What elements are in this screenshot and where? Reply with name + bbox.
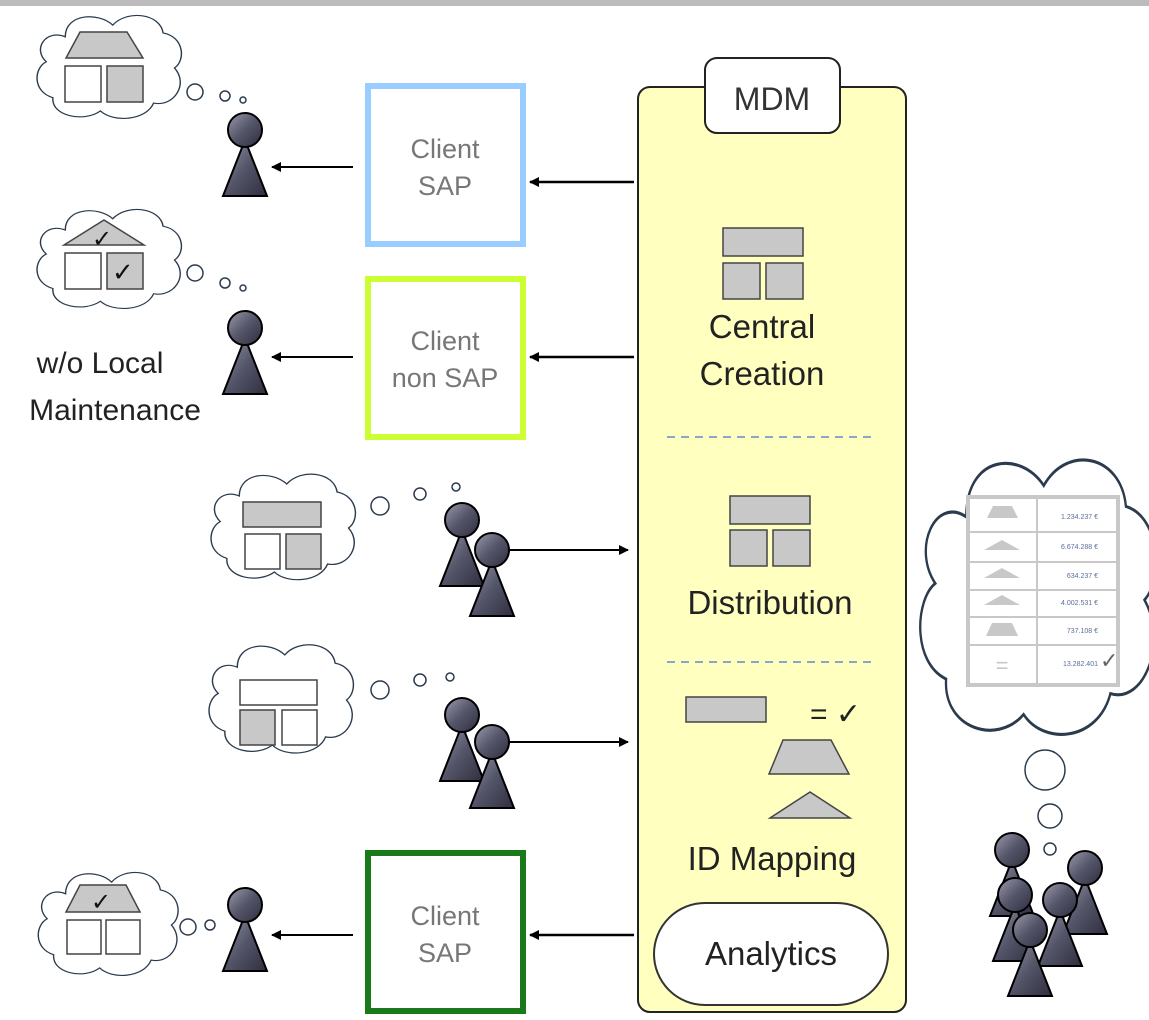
client-label: Client (410, 901, 480, 931)
thought-bubble-3 (210, 473, 461, 581)
mdm-title-box (704, 57, 841, 134)
client-box-sap-top[interactable]: Client SAP (365, 83, 526, 247)
analytics-value: 6.674.288 € (1061, 544, 1098, 551)
analytics-value: 4.002.531 € (1061, 600, 1098, 607)
client-box-sap-bottom[interactable]: Client SAP (365, 850, 526, 1014)
analytics-value: 737.108 € (1067, 628, 1098, 635)
analytics-equals: = (996, 653, 1009, 678)
person-icon-1 (222, 112, 268, 197)
analytics-value: 1.234.237 € (1061, 514, 1098, 521)
svg-text:✓: ✓ (112, 257, 134, 287)
svg-text:✓: ✓ (92, 226, 112, 253)
client-box-nonsap[interactable]: Client non SAP (365, 276, 526, 440)
triangle-icon (767, 791, 853, 819)
client-type: SAP (418, 938, 472, 968)
crowd-icon (989, 832, 1108, 997)
arrows (271, 162, 634, 940)
id-mapping-label: ID Mapping (688, 840, 857, 877)
analytics-button[interactable] (653, 902, 889, 1006)
central-creation-icon (722, 227, 804, 300)
client-label: Client (410, 134, 480, 164)
side-label-1: w/o Local (36, 347, 164, 380)
analytics-thought-bubble: = 1.234.237 € 6.674.288 € 634.237 € 4.00… (918, 458, 1149, 856)
client-type: non SAP (392, 363, 499, 393)
thought-bubble-5: ✓ (37, 871, 216, 977)
distribution-label: Distribution (687, 584, 852, 621)
mdm-panel: MDM Central Creation Distribution = ✓ ID… (637, 57, 907, 1013)
analytics-value: 13.282.401 (1063, 661, 1098, 668)
trapezoid-icon (767, 739, 851, 775)
analytics-label: Analytics (705, 935, 837, 972)
person-icon-5 (222, 887, 268, 972)
analytics-value: 634.237 € (1067, 573, 1098, 580)
side-label-2: Maintenance (29, 394, 201, 427)
svg-text:✓: ✓ (91, 889, 111, 916)
thought-bubble-2: ✓ ✓ (36, 208, 247, 310)
id-mapping-rect-icon (685, 696, 767, 723)
distribution-icon (729, 495, 811, 567)
top-bar (0, 0, 1149, 6)
person-icon-2 (222, 310, 268, 395)
central-creation-label-1: Central (709, 308, 815, 345)
mdm-title: MDM (734, 81, 810, 117)
central-creation-label-2: Creation (700, 355, 825, 392)
thought-bubble-1 (36, 14, 247, 120)
equals-check: = ✓ (810, 698, 861, 731)
thought-bubble-4 (208, 644, 455, 754)
check-icon: ✓ (1100, 648, 1118, 673)
client-label: Client (410, 326, 480, 356)
client-type: SAP (418, 171, 472, 201)
